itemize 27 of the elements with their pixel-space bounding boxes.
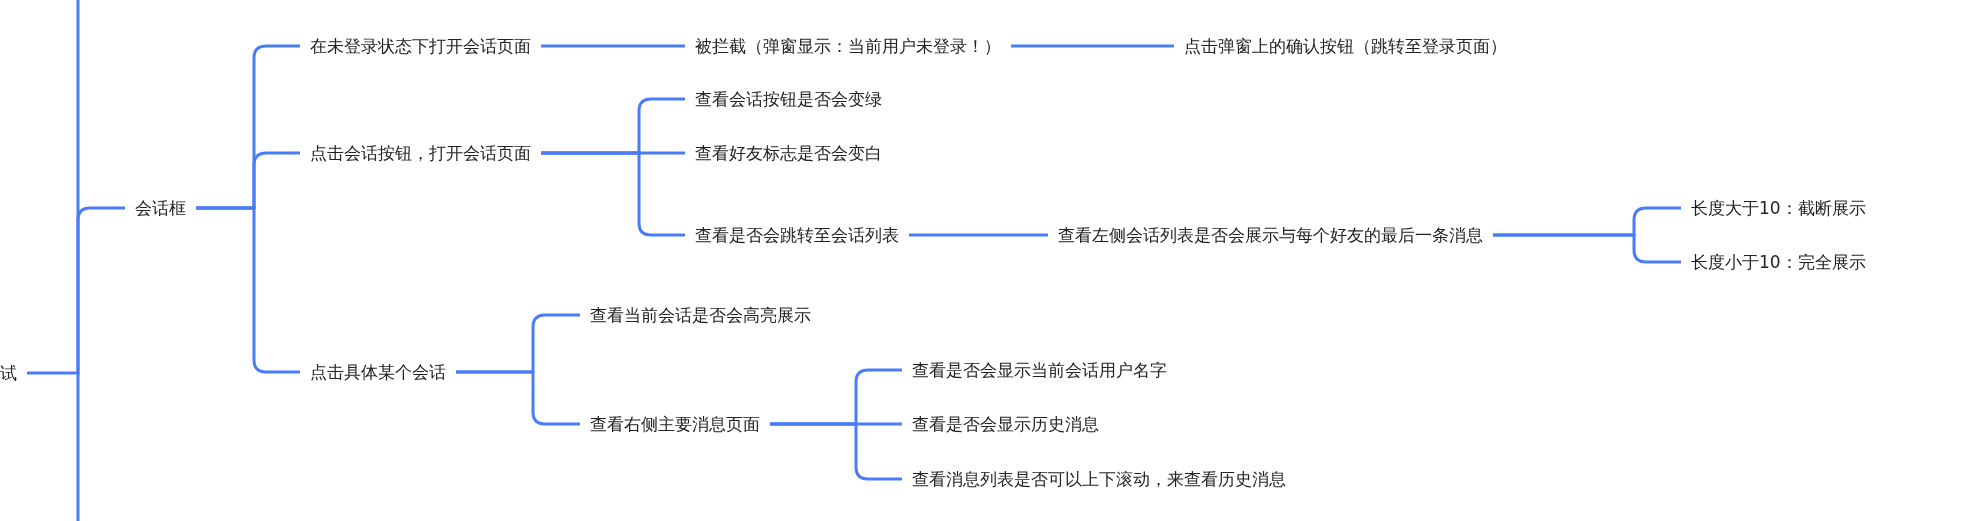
topic-text: 查看是否会显示历史消息 xyxy=(902,412,1109,436)
branch-line xyxy=(27,206,125,375)
branch-line xyxy=(196,206,300,374)
topic-text: 查看是否会显示当前会话用户名字 xyxy=(902,358,1177,382)
branch-line xyxy=(541,44,685,48)
topic-text: 点击具体某个会话 xyxy=(300,360,456,384)
topic-text: 长度小于10：完全展示 xyxy=(1681,250,1876,274)
topic-text: 查看是否会跳转至会话列表 xyxy=(685,223,909,247)
topic-text: 点击会话按钮，打开会话页面 xyxy=(300,141,541,165)
branch-line xyxy=(770,422,902,481)
topic-text: 被拦截（弹窗显示：当前用户未登录！） xyxy=(685,34,1011,58)
topic-text: 查看消息列表是否可以上下滚动，来查看历史消息 xyxy=(902,467,1296,491)
topic-text: 查看右侧主要消息页面 xyxy=(580,412,770,436)
branch-line xyxy=(909,233,1048,237)
topic-text: 查看会话按钮是否会变绿 xyxy=(685,87,892,111)
topic-text: 长度大于10：截断展示 xyxy=(1681,196,1876,220)
topic-text: 试 xyxy=(0,361,27,385)
topic-text: 查看当前会话是否会高亮展示 xyxy=(580,303,821,327)
topic-text: 点击弹窗上的确认按钮（跳转至登录页面） xyxy=(1174,34,1517,58)
branch-line xyxy=(456,370,580,426)
topic-text: 查看左侧会话列表是否会展示与每个好友的最后一条消息 xyxy=(1048,223,1493,247)
topic-text: 查看好友标志是否会变白 xyxy=(685,141,892,165)
topic-text: 在未登录状态下打开会话页面 xyxy=(300,34,541,58)
branch-line xyxy=(1011,44,1174,48)
branch-line xyxy=(1493,233,1681,264)
topic-text: 会话框 xyxy=(125,196,196,220)
branch-line xyxy=(541,151,685,237)
